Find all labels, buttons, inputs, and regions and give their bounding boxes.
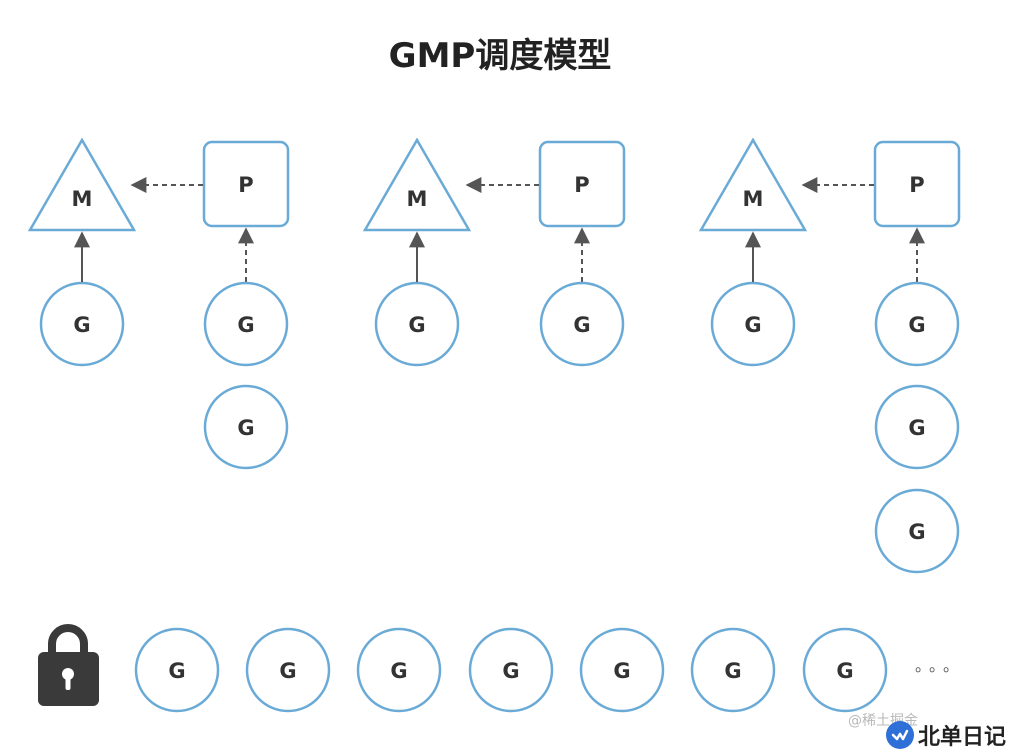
running-goroutine-node: G (374, 281, 460, 367)
goroutine-label: G (390, 659, 407, 683)
goroutine-label: G (237, 313, 254, 337)
goroutine-label: G (724, 659, 741, 683)
gmp-group-3: M P G G G G (698, 137, 961, 574)
goroutine-label: G (908, 520, 925, 544)
local-queue-goroutine-node: G (874, 488, 960, 574)
global-queue-goroutine-node: G (356, 627, 442, 713)
goroutine-label: G (408, 313, 425, 337)
checkmark-icon (886, 721, 914, 749)
global-queue-goroutine-node: G (690, 627, 776, 713)
gmp-group-1: M P G G G (27, 137, 290, 470)
global-queue-goroutine-node: G (468, 627, 554, 713)
goroutine-label: G (908, 313, 925, 337)
local-queue-goroutine-node: G (874, 281, 960, 367)
goroutine-label: G (237, 416, 254, 440)
processor-label: P (238, 173, 253, 197)
goroutine-label: G (573, 313, 590, 337)
goroutine-label: G (836, 659, 853, 683)
global-queue-goroutine-node: G (579, 627, 665, 713)
running-goroutine-node: G (710, 281, 796, 367)
goroutine-label: G (279, 659, 296, 683)
goroutine-label: G (744, 313, 761, 337)
processor-node: P (873, 140, 961, 228)
global-queue-goroutine-node: G (802, 627, 888, 713)
diagram-title: GMP调度模型 (388, 36, 612, 76)
padlock-icon (38, 624, 99, 706)
running-goroutine-node: G (39, 281, 125, 367)
goroutine-label: G (168, 659, 185, 683)
goroutine-label: G (502, 659, 519, 683)
local-queue-goroutine-node: G (203, 384, 289, 470)
machine-node: M (27, 137, 137, 232)
brand-name: 北单日记 (918, 725, 1007, 750)
global-queue-goroutine-node: G (134, 627, 220, 713)
global-queue: G G G G G G G (134, 627, 888, 713)
machine-label: M (743, 187, 764, 211)
machine-label: M (407, 187, 428, 211)
global-queue-goroutine-node: G (245, 627, 331, 713)
processor-node: P (538, 140, 626, 228)
machine-node: M (362, 137, 472, 232)
machine-node: M (698, 137, 808, 232)
machine-label: M (72, 187, 93, 211)
brand-watermark: 北单日记 (886, 718, 1006, 752)
gmp-group-2: M P G G (362, 137, 626, 367)
processor-label: P (574, 173, 589, 197)
processor-node: P (202, 140, 290, 228)
local-queue-goroutine-node: G (203, 281, 289, 367)
processor-label: P (909, 173, 924, 197)
goroutine-label: G (73, 313, 90, 337)
local-queue-goroutine-node: G (539, 281, 625, 367)
local-queue-goroutine-node: G (874, 384, 960, 470)
goroutine-label: G (613, 659, 630, 683)
more-goroutines-ellipsis: 。。。 (915, 656, 966, 675)
goroutine-label: G (908, 416, 925, 440)
